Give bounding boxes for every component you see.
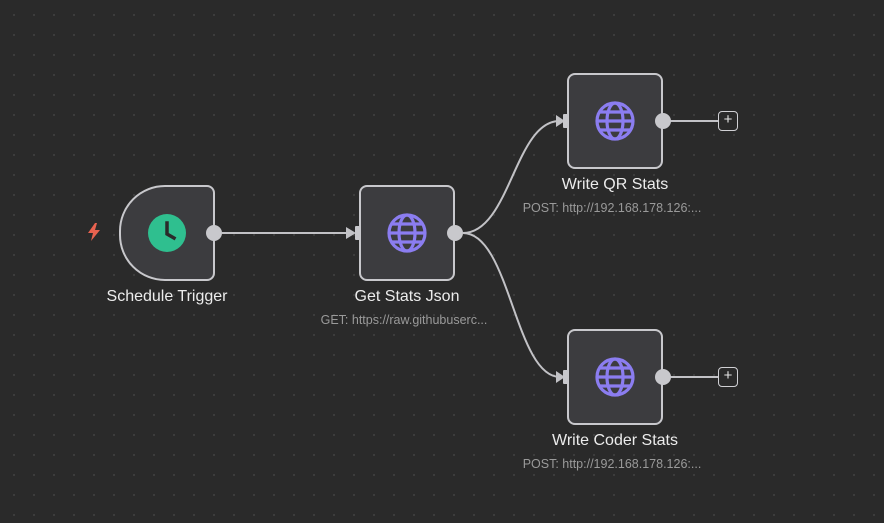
input-handle[interactable] [563, 114, 569, 128]
connection-get-stats-to-write-qr[interactable] [462, 119, 561, 234]
node-get-stats-json[interactable] [359, 185, 455, 281]
node-label-write-qr-stats: Write QR Stats [561, 176, 669, 193]
node-subtitle-get-stats-json: GET: https://raw.githubuserc... [320, 313, 488, 327]
connection-get-stats-to-write-coder[interactable] [462, 232, 561, 378]
node-subtitle-write-coder-stats: POST: http://192.168.178.126:... [522, 457, 702, 471]
node-label-schedule-trigger: Schedule Trigger [106, 288, 228, 305]
node-subtitle-write-qr-stats: POST: http://192.168.178.126:... [522, 201, 702, 215]
trigger-bolt-icon [88, 223, 100, 241]
output-handle[interactable] [206, 225, 222, 241]
node-write-qr-stats[interactable] [567, 73, 663, 169]
globe-icon [387, 213, 427, 253]
output-handle[interactable] [447, 225, 463, 241]
globe-icon [595, 357, 635, 397]
arrowhead [556, 115, 565, 127]
arrowhead [556, 371, 565, 383]
add-node-button[interactable]: + [718, 111, 738, 131]
input-handle[interactable] [355, 226, 361, 240]
globe-icon [595, 101, 635, 141]
add-node-button[interactable]: + [718, 367, 738, 387]
clock-icon [148, 214, 186, 252]
output-handle[interactable] [655, 113, 671, 129]
node-label-write-coder-stats: Write Coder Stats [552, 432, 678, 449]
node-write-coder-stats[interactable] [567, 329, 663, 425]
input-handle[interactable] [563, 370, 569, 384]
output-handle[interactable] [655, 369, 671, 385]
node-schedule-trigger[interactable] [119, 185, 215, 281]
node-label-get-stats-json: Get Stats Json [354, 288, 460, 305]
arrowhead [346, 227, 356, 239]
